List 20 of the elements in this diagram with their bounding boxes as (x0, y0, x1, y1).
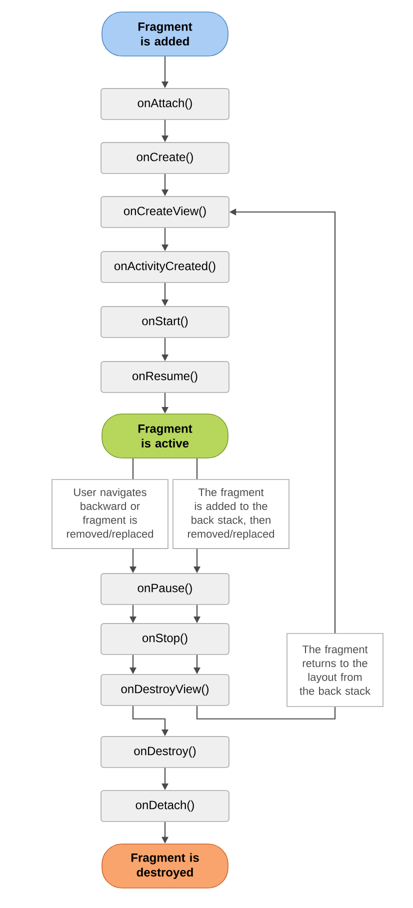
method-box: onStart() (100, 306, 230, 338)
connector-line (132, 458, 134, 480)
method-box: onCreateView() (100, 196, 230, 228)
terminal-pill: Fragment is destroyed (102, 844, 228, 888)
method-box: onStop() (100, 623, 230, 655)
note-box: The fragment is added to the back stack, then removed/replaced (172, 479, 290, 549)
note-box: User navigates backward or fragment is removed/replaced (52, 479, 168, 549)
connector-line (196, 706, 336, 720)
method-box: onDestroyView() (100, 674, 230, 706)
method-box: onCreate() (100, 142, 230, 174)
method-box: onResume() (100, 361, 230, 393)
terminal-pill: Fragment is added (102, 12, 228, 56)
method-box: onAttach() (100, 88, 230, 120)
method-box: onPause() (100, 573, 230, 605)
method-box: onActivityCreated() (100, 251, 230, 283)
connector-line (196, 458, 198, 480)
note-box: The fragment returns to the layout from the back stack (286, 633, 384, 707)
method-box: onDestroy() (100, 736, 230, 768)
method-box: onDetach() (100, 790, 230, 822)
terminal-pill: Fragment is active (102, 414, 228, 458)
